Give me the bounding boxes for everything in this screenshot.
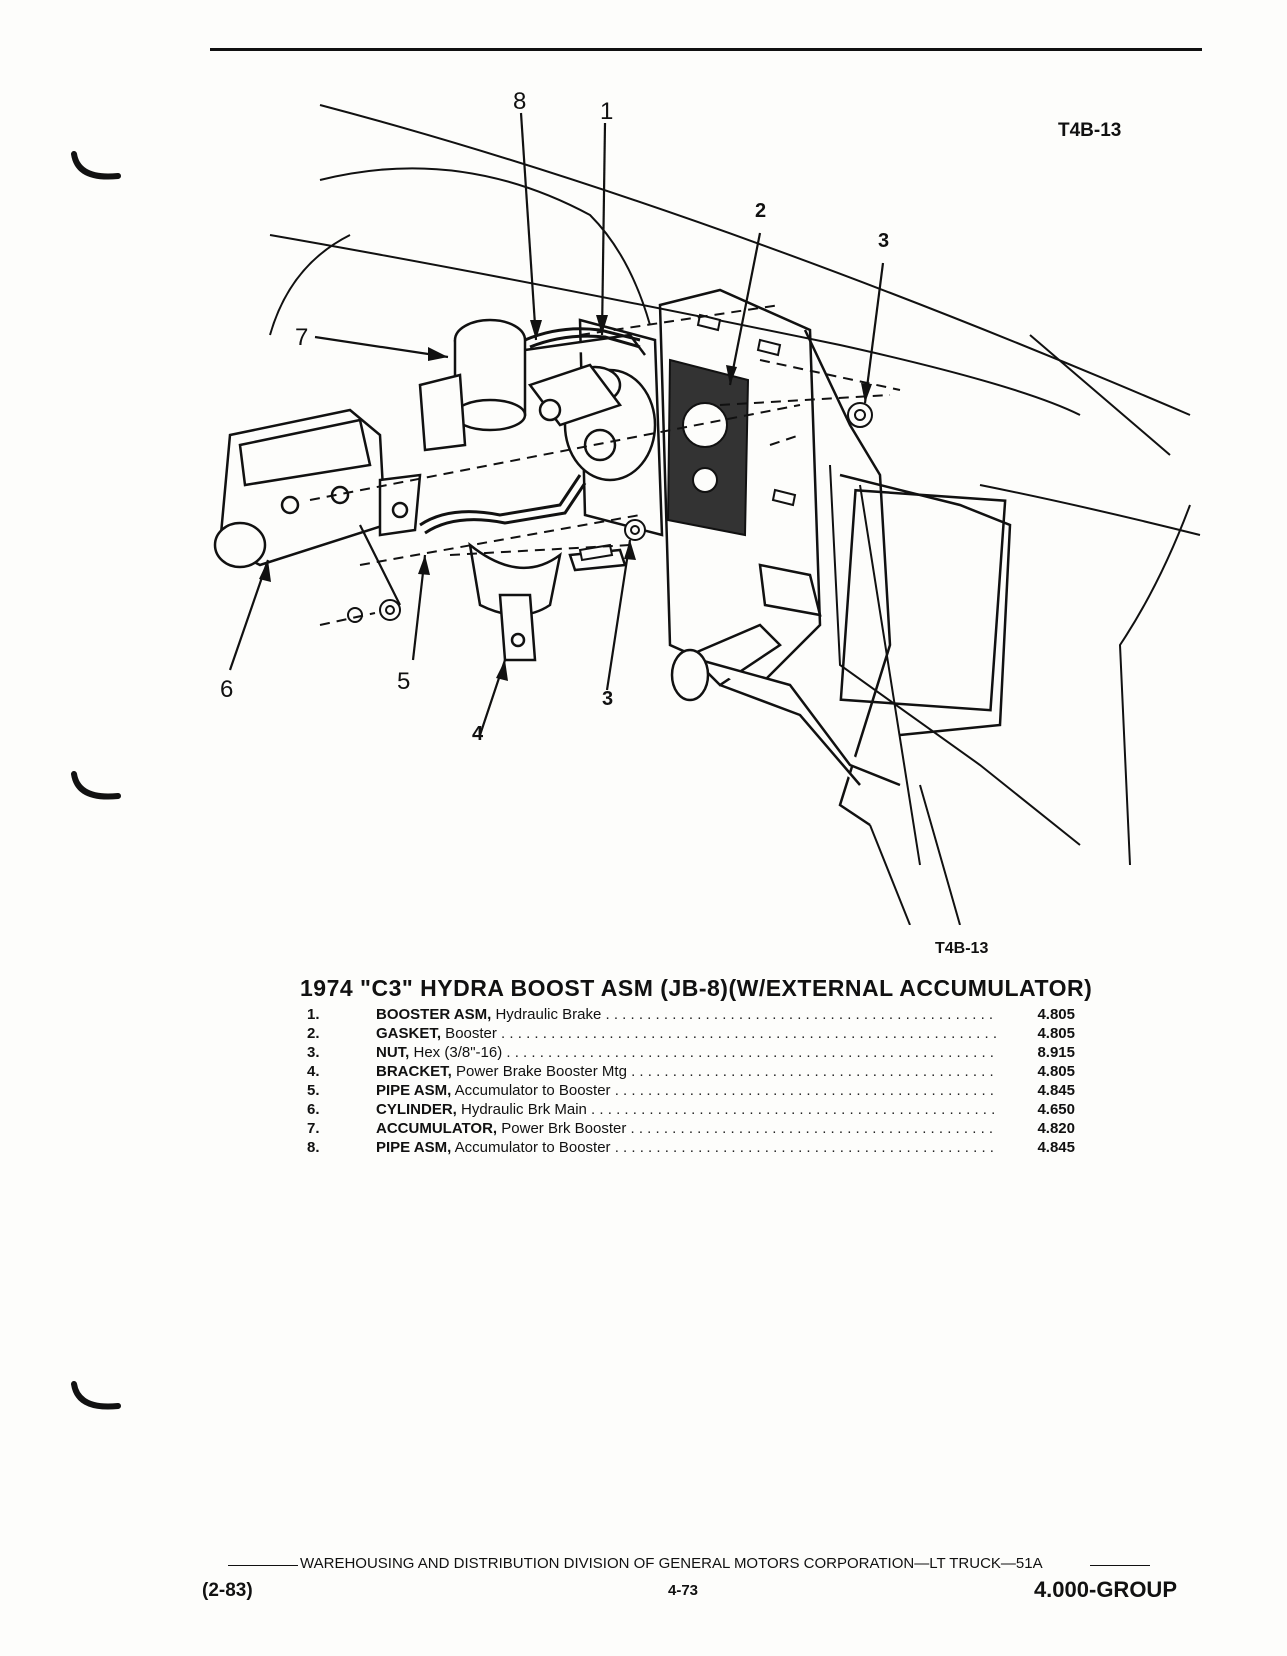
part-row: 1. BOOSTER ASM, Hydraulic Brake 4.805 xyxy=(307,1005,1085,1024)
callout-arrowheads xyxy=(259,315,872,681)
part-description: ACCUMULATOR, Power Brk Booster xyxy=(376,1119,996,1138)
callout-2: 2 xyxy=(755,200,766,222)
binder-hole-mark-top xyxy=(71,151,121,180)
booster-asm-1 xyxy=(527,318,664,537)
part-description: PIPE ASM, Accumulator to Booster xyxy=(376,1081,996,1100)
part-number: 1. xyxy=(307,1006,320,1023)
part-name: BRACKET, xyxy=(376,1063,452,1080)
part-description: BOOSTER ASM, Hydraulic Brake xyxy=(376,1005,996,1024)
binder-hole-mark-bottom xyxy=(71,1381,121,1410)
part-group-number: 4.805 xyxy=(1037,1006,1075,1023)
group-code: 4.000-GROUP xyxy=(1033,1577,1177,1602)
part-detail: Accumulator to Booster xyxy=(451,1139,611,1156)
part-group-number: 4.805 xyxy=(1037,1025,1075,1042)
part-number: 3. xyxy=(307,1044,320,1061)
accumulator-7 xyxy=(418,318,646,452)
figure-code-top: T4B-13 xyxy=(1058,120,1122,141)
part-description: BRACKET, Power Brake Booster Mtg xyxy=(376,1062,996,1081)
part-number: 2. xyxy=(307,1025,320,1042)
footer-rule-right xyxy=(1090,1565,1150,1566)
part-description: GASKET, Booster xyxy=(376,1024,996,1043)
part-detail: Power Brake Booster Mtg xyxy=(451,1063,627,1080)
callout-8: 8 xyxy=(513,88,526,115)
part-row: 7. ACCUMULATOR, Power Brk Booster 4.820 xyxy=(307,1119,1085,1138)
date-code: (2-83) xyxy=(202,1580,253,1601)
part-detail: Accumulator to Booster xyxy=(451,1082,611,1099)
part-description: CYLINDER, Hydraulic Brk Main xyxy=(376,1100,996,1119)
part-number: 6. xyxy=(307,1101,320,1118)
footer-rule-left xyxy=(228,1565,298,1566)
top-rule xyxy=(210,48,1202,51)
part-detail: Hex (3/8"-16) xyxy=(409,1044,503,1061)
part-group-number: 4.805 xyxy=(1037,1063,1075,1080)
part-detail: Booster xyxy=(441,1025,497,1042)
part-group-number: 4.820 xyxy=(1037,1120,1075,1137)
part-description: PIPE ASM, Accumulator to Booster xyxy=(376,1138,996,1157)
callout-5: 5 xyxy=(397,668,410,695)
bracket-4 xyxy=(468,541,627,662)
part-name: GASKET, xyxy=(376,1025,442,1042)
callout-3-bottom: 3 xyxy=(602,688,613,710)
part-row: 3. NUT, Hex (3/8"-16) 8.915 xyxy=(307,1043,1085,1062)
binder-hole-mark-middle xyxy=(71,771,121,800)
part-detail: Hydraulic Brk Main xyxy=(456,1101,587,1118)
firewall-panel xyxy=(658,288,1012,827)
part-name: BOOSTER ASM, xyxy=(376,1006,492,1023)
part-group-number: 4.650 xyxy=(1037,1101,1075,1118)
gasket-2 xyxy=(666,358,750,537)
part-name: ACCUMULATOR, xyxy=(376,1120,498,1137)
part-name: NUT, xyxy=(376,1044,410,1061)
nuts-and-studs xyxy=(347,313,873,623)
part-group-number: 4.845 xyxy=(1037,1082,1075,1099)
callout-7: 7 xyxy=(295,324,308,351)
part-description: NUT, Hex (3/8"-16) xyxy=(376,1043,996,1062)
section-title: 1974 "C3" HYDRA BOOST ASM (JB-8)(W/EXTER… xyxy=(300,975,1093,1001)
callout-labels: 8 1 2 3 7 6 5 4 3 xyxy=(220,88,889,745)
parts-list: 1. BOOSTER ASM, Hydraulic Brake 4.805 2.… xyxy=(307,1005,1085,1157)
part-row: 2. GASKET, Booster 4.805 xyxy=(307,1024,1085,1043)
dashed-assembly-lines xyxy=(309,304,901,626)
part-group-number: 8.915 xyxy=(1037,1044,1075,1061)
master-cylinder-6 xyxy=(213,408,422,569)
part-number: 8. xyxy=(307,1139,320,1156)
part-detail: Hydraulic Brake xyxy=(491,1006,602,1023)
part-row: 6. CYLINDER, Hydraulic Brk Main 4.650 xyxy=(307,1100,1085,1119)
callout-6: 6 xyxy=(220,676,233,703)
exploded-view-diagram: 8 1 2 3 7 6 5 4 3 xyxy=(213,88,1201,925)
part-number: 4. xyxy=(307,1063,320,1080)
callout-4: 4 xyxy=(472,723,484,745)
part-name: PIPE ASM, xyxy=(376,1139,452,1156)
part-number: 7. xyxy=(307,1120,320,1137)
callout-1: 1 xyxy=(600,98,613,125)
steering-column xyxy=(670,563,901,787)
pipe-asm-5-8 xyxy=(419,327,641,535)
figure-code-bottom: T4B-13 xyxy=(935,940,989,957)
part-row: 8. PIPE ASM, Accumulator to Booster 4.84… xyxy=(307,1138,1085,1157)
part-row: 5. PIPE ASM, Accumulator to Booster 4.84… xyxy=(307,1081,1085,1100)
part-detail: Power Brk Booster xyxy=(497,1120,627,1137)
footer-publisher: WAREHOUSING AND DISTRIBUTION DIVISION OF… xyxy=(300,1555,1043,1572)
part-group-number: 4.845 xyxy=(1037,1139,1075,1156)
callout-3-top: 3 xyxy=(878,230,889,252)
part-name: PIPE ASM, xyxy=(376,1082,452,1099)
vehicle-outline xyxy=(269,104,1201,925)
part-row: 4. BRACKET, Power Brake Booster Mtg 4.80… xyxy=(307,1062,1085,1081)
page-number: 4-73 xyxy=(668,1582,699,1599)
part-name: CYLINDER, xyxy=(376,1101,457,1118)
part-number: 5. xyxy=(307,1082,320,1099)
